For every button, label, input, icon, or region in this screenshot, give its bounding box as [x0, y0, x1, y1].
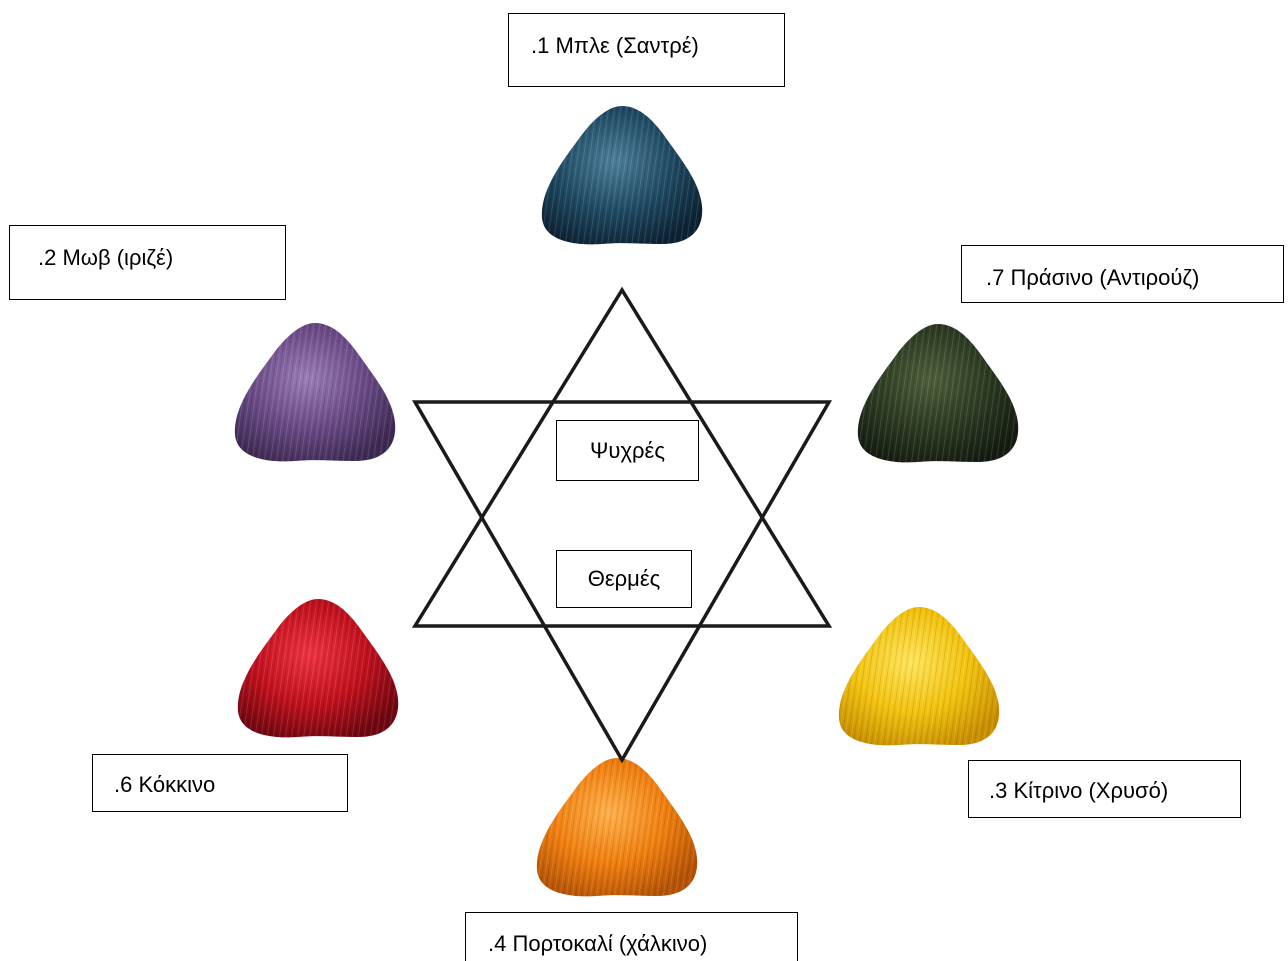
label-red-text: .6 Κόκκινο [114, 774, 215, 796]
center-label-warm: Θερμές [556, 550, 692, 608]
label-orange-text: .4 Πορτοκαλί (χάλκινο) [488, 933, 707, 955]
label-red: .6 Κόκκινο [92, 754, 348, 812]
center-label-cool-text: Ψυχρές [590, 438, 665, 464]
center-label-cool: Ψυχρές [556, 420, 699, 481]
label-yellow: .3 Κίτρινο (Χρυσό) [968, 760, 1241, 818]
label-green: .7 Πράσινο (Αντιρούζ) [961, 245, 1284, 303]
label-purple: .2 Μωβ (ιριζέ) [9, 225, 286, 300]
hair-swatch-green [858, 324, 1018, 462]
label-green-text: .7 Πράσινο (Αντιρούζ) [986, 267, 1199, 289]
label-purple-text: .2 Μωβ (ιριζέ) [38, 247, 173, 269]
label-orange: .4 Πορτοκαλί (χάλκινο) [465, 912, 798, 961]
label-yellow-text: .3 Κίτρινο (Χρυσό) [989, 780, 1168, 802]
hair-swatch-orange [537, 758, 697, 896]
label-blue-text: .1 Μπλε (Σαντρέ) [531, 35, 699, 57]
hair-swatch-purple [235, 323, 395, 461]
hair-swatch-red [238, 599, 398, 737]
center-label-warm-text: Θερμές [588, 566, 661, 592]
label-blue: .1 Μπλε (Σαντρέ) [508, 13, 785, 87]
hair-swatch-yellow [839, 607, 999, 745]
hair-swatch-blue [542, 106, 702, 244]
